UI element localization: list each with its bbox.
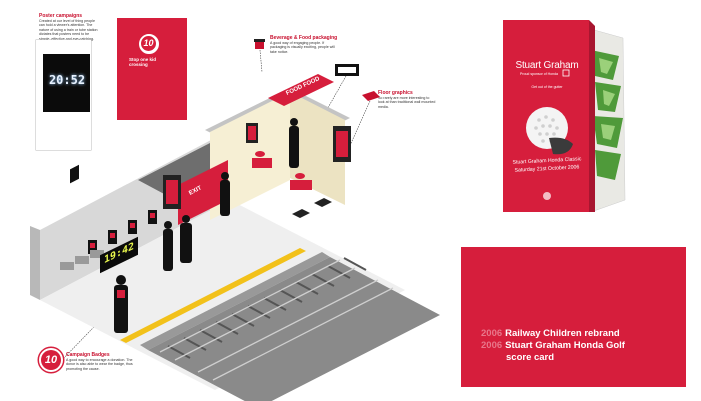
note-body: A good way of engaging people. If packag… — [270, 41, 335, 54]
poster-red: 10 Stop one kid crossing — [117, 18, 187, 120]
caption-text: score card — [506, 352, 555, 363]
caption-year: 2006 — [481, 328, 503, 339]
poster-clock: 20:52 — [36, 40, 91, 150]
note-body: Created at our level of thing people can… — [39, 19, 98, 41]
note-campaign-badges: Campaign Badges A good way to encourage … — [66, 352, 138, 371]
exit-wall — [178, 160, 228, 225]
benches — [60, 250, 104, 270]
badge-number: 10 — [141, 36, 156, 51]
scorecard-name: Stuart Graham — [515, 60, 579, 71]
caption-text: Railway Children rebrand — [505, 328, 620, 339]
scorecard-art — [503, 20, 626, 212]
note-floor-graphics: Floor graphics So rarely are more intere… — [378, 90, 436, 109]
floor-graphic-icon — [362, 91, 380, 101]
honda-logo-icon — [562, 69, 570, 77]
scorecard-subtitle: Proud sponsor of Honda — [520, 72, 558, 76]
floor-graphics — [292, 198, 332, 218]
poster-red-text: Stop one kid crossing — [129, 57, 156, 67]
golf-club-icon — [549, 137, 573, 155]
note-title: Campaign Badges — [66, 352, 110, 358]
railway-children-illustration: Poster campaigns Created at our level of… — [30, 13, 440, 401]
note-body: So rarely are more interesting to look a… — [378, 96, 436, 109]
tracks-bed — [148, 257, 440, 401]
note-title: Floor graphics — [378, 90, 413, 96]
golf-scorecard: Stuart Graham Proud sponsor of Honda Get… — [503, 20, 627, 212]
cup-icon — [254, 39, 265, 49]
footer-logo-icon — [543, 192, 551, 200]
note-poster-campaigns: Poster campaigns Created at our level of… — [39, 13, 101, 41]
campaign-badge-number: 10 — [41, 350, 61, 370]
badge-icon: 10 — [139, 34, 159, 54]
note-beverage-food: Beverage & Food packaging A good way of … — [270, 35, 340, 54]
caption-year: 2006 — [481, 340, 503, 351]
caption-text: Stuart Graham Honda Golf — [505, 340, 625, 351]
poster-clock-time: 20:52 — [48, 73, 86, 87]
station-scene: FOOD FOOD EXIT — [30, 74, 440, 401]
food-box-icon — [335, 64, 359, 76]
caption-line-3: score card — [506, 352, 554, 364]
exit-sign-text: EXIT — [188, 185, 203, 197]
yellow-safety-line — [120, 248, 306, 343]
note-title: Beverage & Food packaging — [270, 35, 338, 41]
platform-floor — [40, 200, 405, 390]
campaign-badge-icon: 10 — [39, 348, 63, 372]
note-body: A good way to encourage a donation. The … — [66, 358, 133, 371]
cafe-tables — [252, 151, 312, 190]
note-title: Poster campaigns — [39, 13, 83, 19]
scorecard-tagline: Get out of the gutter — [531, 85, 563, 89]
booth-sign — [268, 74, 334, 106]
poster-clock-panel — [43, 54, 90, 112]
